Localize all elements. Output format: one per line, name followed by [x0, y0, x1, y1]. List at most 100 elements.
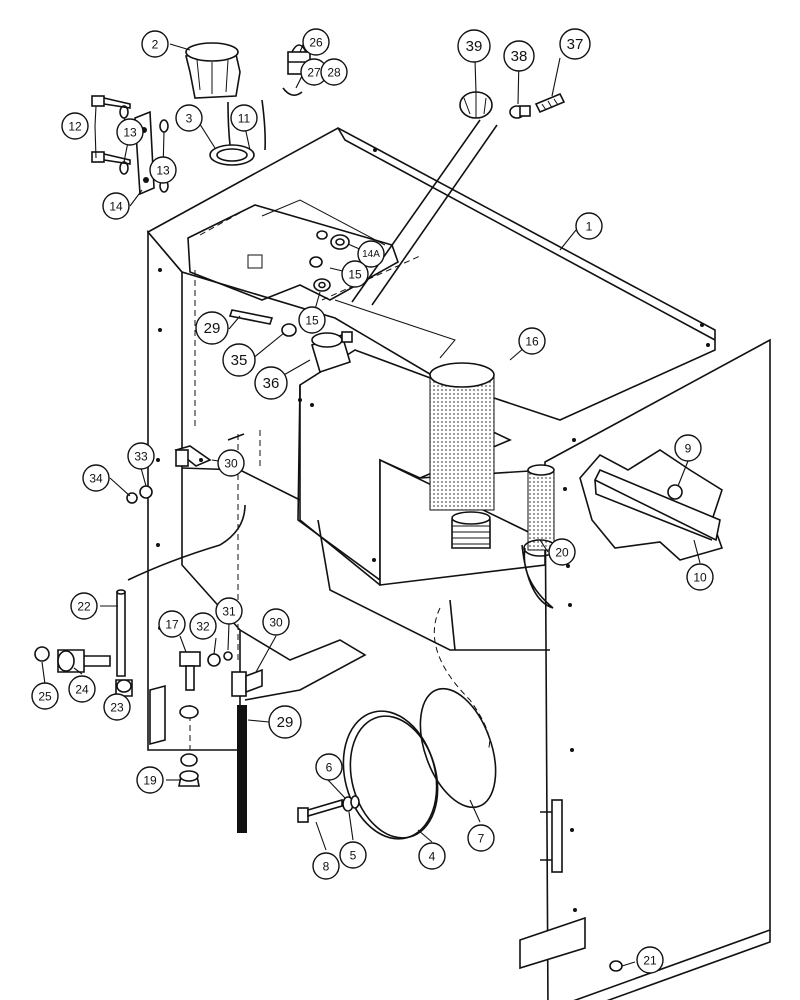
callout-label: 22	[77, 600, 91, 614]
callout-circle	[127, 442, 155, 470]
callout-circle	[341, 260, 369, 288]
callout-circle	[141, 30, 169, 58]
callout-label: 6	[326, 761, 333, 775]
callout-7: 7	[467, 824, 495, 852]
callout-37: 37	[559, 28, 591, 60]
callout-label: 1	[586, 220, 593, 234]
callout-circle	[315, 753, 343, 781]
callout-label: 26	[309, 36, 323, 50]
callout-30b: 30	[262, 608, 290, 636]
spring-hose-20	[521, 544, 554, 609]
callout-circle	[418, 842, 446, 870]
callout-circle	[175, 104, 203, 132]
pin-29-lower	[237, 705, 247, 833]
callout-17: 17	[158, 610, 186, 638]
callout-circle	[136, 766, 164, 794]
callout-circle	[68, 675, 96, 703]
bracket-lower-left	[149, 684, 166, 746]
callout-10: 10	[686, 563, 714, 591]
callout-label: 24	[75, 683, 89, 697]
callout-circle	[320, 58, 348, 86]
callout-circle	[254, 366, 288, 400]
callout-label: 15	[305, 314, 319, 328]
callout-label: 16	[525, 335, 539, 349]
callout-28: 28	[320, 58, 348, 86]
chain-27	[227, 87, 303, 151]
callout-label: 13	[156, 164, 170, 178]
callout-11: 11	[230, 104, 258, 132]
callout-35: 35	[222, 343, 256, 377]
callout-38: 38	[503, 40, 535, 72]
callout-label: 17	[165, 618, 179, 632]
callout-29a: 29	[195, 311, 229, 345]
clamp-30-lower	[231, 668, 263, 697]
callout-31: 31	[215, 597, 243, 625]
screws-12	[91, 95, 131, 165]
callout-39: 39	[457, 29, 491, 63]
callout-circle	[674, 434, 702, 462]
callout-30a: 30	[217, 449, 245, 477]
callout-1: 1	[575, 212, 603, 240]
callout-label: 38	[511, 48, 528, 65]
callout-circle	[268, 705, 302, 739]
nut-35	[281, 323, 297, 337]
callout-circle	[195, 311, 229, 345]
callout-15b: 15	[298, 306, 326, 334]
callout-14: 14	[102, 192, 130, 220]
callout-label: 5	[350, 849, 357, 863]
callout-21: 21	[636, 946, 664, 974]
fitting-38	[509, 105, 531, 119]
tube-22	[116, 589, 126, 677]
callout-13b: 13	[149, 156, 177, 184]
callout-12: 12	[61, 112, 89, 140]
callout-label: 13	[123, 126, 137, 140]
cap-25	[34, 646, 50, 662]
callout-label: 15	[348, 268, 362, 282]
callout-label: 27	[307, 66, 321, 80]
callout-circle	[189, 612, 217, 640]
callout-24: 24	[68, 675, 96, 703]
filter-base	[451, 511, 491, 549]
bolt-8	[297, 798, 343, 823]
sight-gauge-36	[311, 331, 353, 374]
callout-5: 5	[339, 841, 367, 869]
strainer-20	[523, 464, 557, 557]
callout-circle	[312, 852, 340, 880]
callout-4: 4	[418, 842, 446, 870]
filter-element-16	[429, 362, 495, 511]
callout-circle	[82, 464, 110, 492]
stud-37	[534, 92, 566, 114]
callout-13a: 13	[116, 118, 144, 146]
callout-label: 29	[204, 320, 221, 337]
washers-5-6	[342, 795, 360, 812]
plug-21	[609, 960, 623, 972]
callout-circle	[559, 28, 591, 60]
callout-25: 25	[31, 682, 59, 710]
callout-label: 30	[224, 457, 238, 471]
callout-circle	[339, 841, 367, 869]
callout-label: 9	[685, 442, 692, 456]
callout-label: 39	[466, 38, 483, 55]
cable-22	[127, 504, 246, 581]
washer-lower	[179, 705, 199, 719]
callout-29b: 29	[268, 705, 302, 739]
pointer-lines-37-39	[351, 119, 498, 306]
callout-circle	[217, 449, 245, 477]
callout-circle	[103, 693, 131, 721]
filler-cap-2	[185, 42, 241, 99]
callout-circle	[467, 824, 495, 852]
callout-circle	[302, 28, 330, 56]
callout-label: 10	[693, 571, 707, 585]
callout-label: 28	[327, 66, 341, 80]
callout-label: 8	[323, 860, 330, 874]
callout-circle	[503, 40, 535, 72]
clamp-30-upper	[174, 445, 212, 467]
callout-label: 30	[269, 616, 283, 630]
callout-label: 3	[186, 112, 193, 126]
callout-label: 21	[643, 954, 657, 968]
nut-9	[667, 484, 683, 500]
callout-circle	[149, 156, 177, 184]
cap-39	[459, 91, 493, 119]
callout-22: 22	[70, 592, 98, 620]
